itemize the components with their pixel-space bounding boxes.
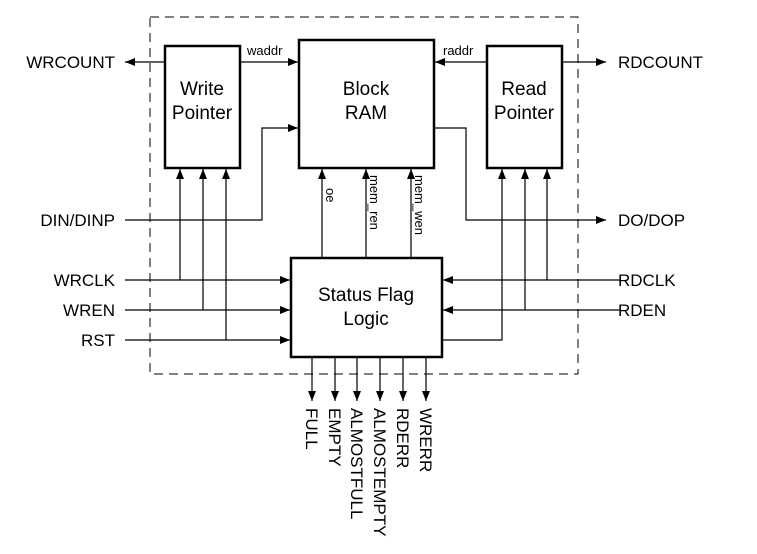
output-empty: EMPTY — [325, 408, 344, 467]
waddr-label: waddr — [246, 43, 283, 58]
write-pointer-block: Write Pointer — [163, 44, 242, 170]
port-rst: RST — [81, 331, 115, 350]
port-rdcount: RDCOUNT — [618, 53, 703, 72]
port-wrclk: WRCLK — [54, 271, 116, 290]
fifo-boundary — [149, 16, 579, 375]
block-ram: Block RAM — [297, 38, 436, 170]
rst-to-rp — [442, 169, 506, 341]
output-almostempty: ALMOSTEMPTY — [370, 408, 389, 536]
output-full: FULL — [302, 408, 321, 450]
mem-ren-label: mem_ren — [367, 175, 382, 230]
port-do: DO/DOP — [618, 211, 685, 230]
port-din: DIN/DINP — [40, 211, 115, 230]
port-wrcount: WRCOUNT — [26, 53, 115, 72]
svg-text:RAM: RAM — [345, 103, 387, 124]
svg-text:Logic: Logic — [343, 309, 388, 330]
output-almostfull: ALMOSTFULL — [347, 408, 366, 519]
oe-label: oe — [323, 188, 338, 202]
port-rden: RDEN — [618, 301, 666, 320]
output-rderr: RDERR — [393, 408, 412, 468]
status-flag-logic-block: Status Flag Logic — [289, 256, 444, 359]
svg-text:Read: Read — [501, 79, 546, 100]
do-wire — [434, 127, 606, 224]
svg-text:Status Flag: Status Flag — [318, 285, 414, 306]
svg-text:Block: Block — [343, 79, 390, 100]
raddr-label: raddr — [443, 43, 474, 58]
read-pointer-block: Read Pointer — [485, 44, 564, 170]
output-wires — [308, 357, 430, 401]
port-wren: WREN — [63, 301, 115, 320]
svg-text:Pointer: Pointer — [494, 103, 555, 124]
svg-text:Write: Write — [180, 79, 224, 100]
port-rdclk: RDCLK — [618, 271, 676, 290]
svg-text:Pointer: Pointer — [172, 103, 233, 124]
mem-wen-label: mem_wen — [412, 175, 427, 235]
din-wire — [125, 124, 298, 221]
output-wrerr: WRERR — [416, 408, 435, 472]
